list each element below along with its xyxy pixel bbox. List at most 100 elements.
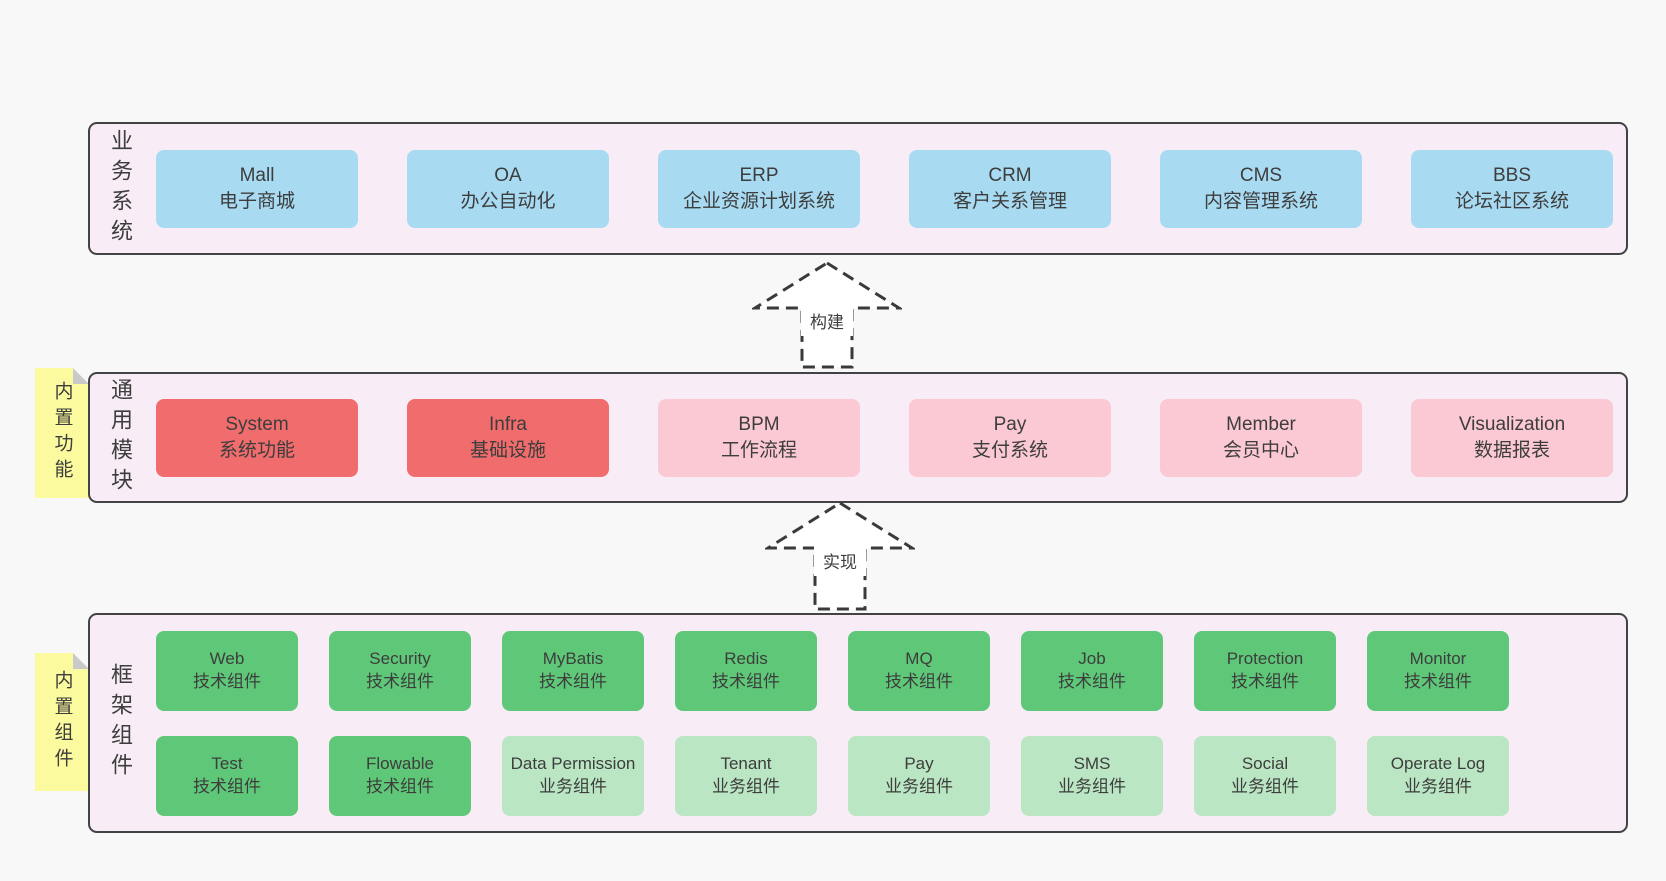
box-title: Protection (1226, 649, 1304, 669)
arrow-label: 实现 (823, 553, 857, 572)
box-title: OA (494, 165, 522, 187)
box-subtitle: 电子商城 (218, 190, 295, 212)
sticky-note-label: 内置组件 (51, 670, 73, 774)
box-title: Test (211, 754, 243, 774)
box-subtitle: 会员中心 (1222, 439, 1299, 461)
box-subtitle: 支付系统 (971, 439, 1048, 461)
box-title: ERP (739, 165, 779, 187)
arrow-label-backdrop (801, 306, 853, 336)
panel-label-common-modules: 通用模块 (108, 377, 133, 498)
box-subtitle: 数据报表 (1473, 439, 1550, 461)
box-subtitle: 客户关系管理 (952, 190, 1067, 212)
box-oa: OA 办公自动化 (407, 149, 609, 228)
box-title: Infra (488, 414, 528, 436)
box-bpm: BPM 工作流程 (658, 398, 860, 477)
box-cms: CMS 内容管理系统 (1160, 149, 1362, 228)
arrow-label: 构建 (810, 313, 844, 332)
box-member: Member 会员中心 (1160, 398, 1362, 477)
box-title: Mall (239, 165, 275, 187)
sticky-note-built-in-functions: 内置功能 (35, 368, 89, 498)
box-infra: Infra 基础设施 (407, 398, 609, 477)
box-title: Redis (724, 649, 768, 669)
box-subtitle: 业务组件 (1404, 776, 1472, 796)
common-modules-boxes: System 系统功能 Infra 基础设施 BPM 工作流程 Pay 支付系统 Member 会… (156, 398, 1613, 477)
box-title: Monitor (1409, 649, 1467, 669)
box-subtitle: 基础设施 (469, 439, 546, 461)
box-mall: Mall 电子商城 (156, 149, 358, 228)
box-title: Social (1241, 754, 1289, 774)
box-title: MyBatis (542, 649, 604, 669)
box-title: CMS (1239, 165, 1283, 187)
box-subtitle: 系统功能 (218, 439, 295, 461)
box-subtitle: 技术组件 (1058, 671, 1126, 691)
box-title: MQ (905, 649, 933, 669)
arrow-label-backdrop (814, 546, 866, 576)
box-title: Pay (904, 754, 934, 774)
box-system: System 系统功能 (156, 398, 358, 477)
box-subtitle: 技术组件 (539, 671, 607, 691)
box-subtitle: 工作流程 (720, 439, 797, 461)
box-visualization: Visualization 数据报表 (1411, 398, 1613, 477)
box-title: BPM (738, 414, 780, 436)
box-title: Security (369, 649, 431, 669)
box-title: Tenant (720, 754, 772, 774)
box-subtitle: 论坛社区系统 (1454, 190, 1569, 212)
box-title: Member (1226, 414, 1296, 436)
box-title: Flowable (365, 754, 435, 774)
box-title: CRM (988, 165, 1032, 187)
box-subtitle: 技术组件 (1404, 671, 1472, 691)
box-title: Pay (993, 414, 1027, 436)
panel-label-business-systems: 业务系统 (108, 128, 133, 249)
box-title: Job (1078, 649, 1106, 669)
sticky-note-label: 内置功能 (51, 381, 73, 485)
box-title: Web (209, 649, 245, 669)
box-subtitle: 技术组件 (712, 671, 780, 691)
panel-common-modules: 通用模块 System 系统功能 Infra 基础设施 BPM 工作流程 Pay 支付系统 Me… (88, 372, 1628, 503)
box-title: BBS (1492, 165, 1532, 187)
arrow-implement: 实现 (765, 501, 915, 611)
folded-corner (73, 653, 89, 669)
box-subtitle: 业务组件 (712, 776, 780, 796)
sticky-note-built-in-components: 内置组件 (35, 653, 89, 791)
box-subtitle: 技术组件 (193, 671, 261, 691)
box-subtitle: 办公自动化 (460, 190, 556, 212)
box-subtitle: 业务组件 (1231, 776, 1299, 796)
box-bbs: BBS 论坛社区系统 (1411, 149, 1613, 228)
box-title: Operate Log (1390, 754, 1486, 774)
box-pay: Pay 支付系统 (909, 398, 1111, 477)
box-subtitle: 内容管理系统 (1203, 190, 1318, 212)
box-crm: CRM 客户关系管理 (909, 149, 1111, 228)
box-subtitle: 业务组件 (1058, 776, 1126, 796)
box-title: Data Permission (510, 754, 636, 774)
box-subtitle: 技术组件 (193, 776, 261, 796)
box-title: Visualization (1458, 414, 1566, 436)
box-subtitle: 技术组件 (366, 776, 434, 796)
folded-corner (73, 368, 89, 384)
box-title: SMS (1073, 754, 1111, 774)
arrow-build: 构建 (752, 261, 902, 369)
box-title: System (225, 414, 289, 436)
box-subtitle: 业务组件 (885, 776, 953, 796)
